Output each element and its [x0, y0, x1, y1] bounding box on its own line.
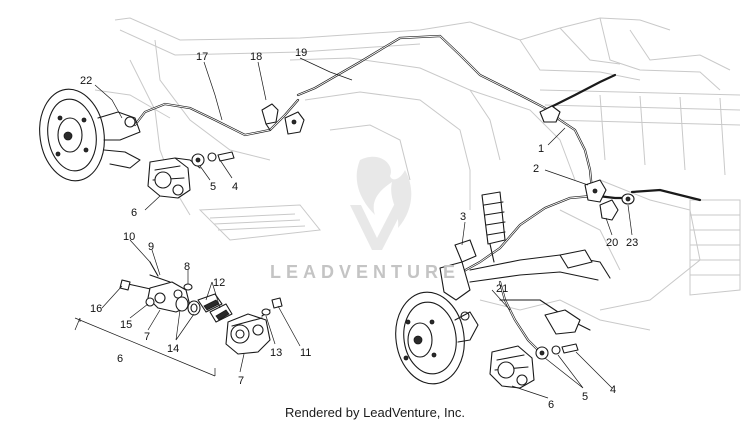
- front-left-hub-rotor: [39, 88, 141, 182]
- callout-5-front-left: 5: [210, 181, 216, 193]
- leadventure-watermark: LEADVENTURE: [270, 262, 461, 282]
- callout-12: 12: [213, 277, 225, 289]
- front-right-suspension: [439, 191, 611, 335]
- callout-8: 8: [184, 261, 190, 273]
- leadventure-flame-logo: [350, 156, 412, 250]
- callout-21: 21: [496, 283, 508, 295]
- brake-line-junction: [284, 111, 305, 135]
- front-right-caliper: [489, 345, 535, 389]
- callout-19: 19: [295, 47, 307, 59]
- callout-6-front-right: 6: [548, 399, 554, 411]
- front-left-caliper: [147, 157, 201, 199]
- brake-line-bracket: [261, 103, 279, 131]
- callout-16: 16: [90, 303, 102, 315]
- callout-20: 20: [606, 237, 618, 249]
- front-left-caliper-bolts: [191, 151, 235, 167]
- callout-labels: 22 17 18 19 1 2 3 5 4 6 10 9 8 12 16 15 …: [80, 47, 638, 411]
- right-side-fittings: [599, 193, 635, 221]
- callout-7-bracket: 7: [144, 331, 150, 343]
- callout-4-front-left: 4: [232, 181, 238, 193]
- callout-23: 23: [626, 237, 638, 249]
- front-right-hub-rotor: [395, 291, 479, 385]
- callout-7-caliper: 7: [238, 375, 244, 387]
- frame-line-fittings: [539, 105, 607, 203]
- callout-leaders: [94, 57, 633, 399]
- callout-2: 2: [533, 163, 539, 175]
- callout-4-front-right: 4: [610, 384, 616, 396]
- callout-17: 17: [196, 51, 208, 63]
- callout-9: 9: [148, 241, 154, 253]
- rendered-by-credit: Rendered by LeadVenture, Inc.: [285, 405, 465, 420]
- callout-14: 14: [167, 343, 179, 355]
- callout-6-exploded-group: 6: [117, 353, 123, 365]
- callout-18: 18: [250, 51, 262, 63]
- brake-lines: [133, 34, 702, 354]
- callout-1: 1: [538, 143, 544, 155]
- callout-13: 13: [270, 347, 282, 359]
- callout-5-front-right: 5: [582, 391, 588, 403]
- caliper-exploded-view: [74, 261, 283, 377]
- front-right-caliper-bolts: [535, 343, 579, 360]
- callout-15: 15: [120, 319, 132, 331]
- callout-11: 11: [300, 347, 311, 359]
- callout-3: 3: [460, 211, 466, 223]
- callout-10: 10: [123, 231, 135, 243]
- callout-6-front-left: 6: [131, 207, 137, 219]
- callout-22: 22: [80, 75, 92, 87]
- vehicle-frame-ghost: [94, 17, 741, 331]
